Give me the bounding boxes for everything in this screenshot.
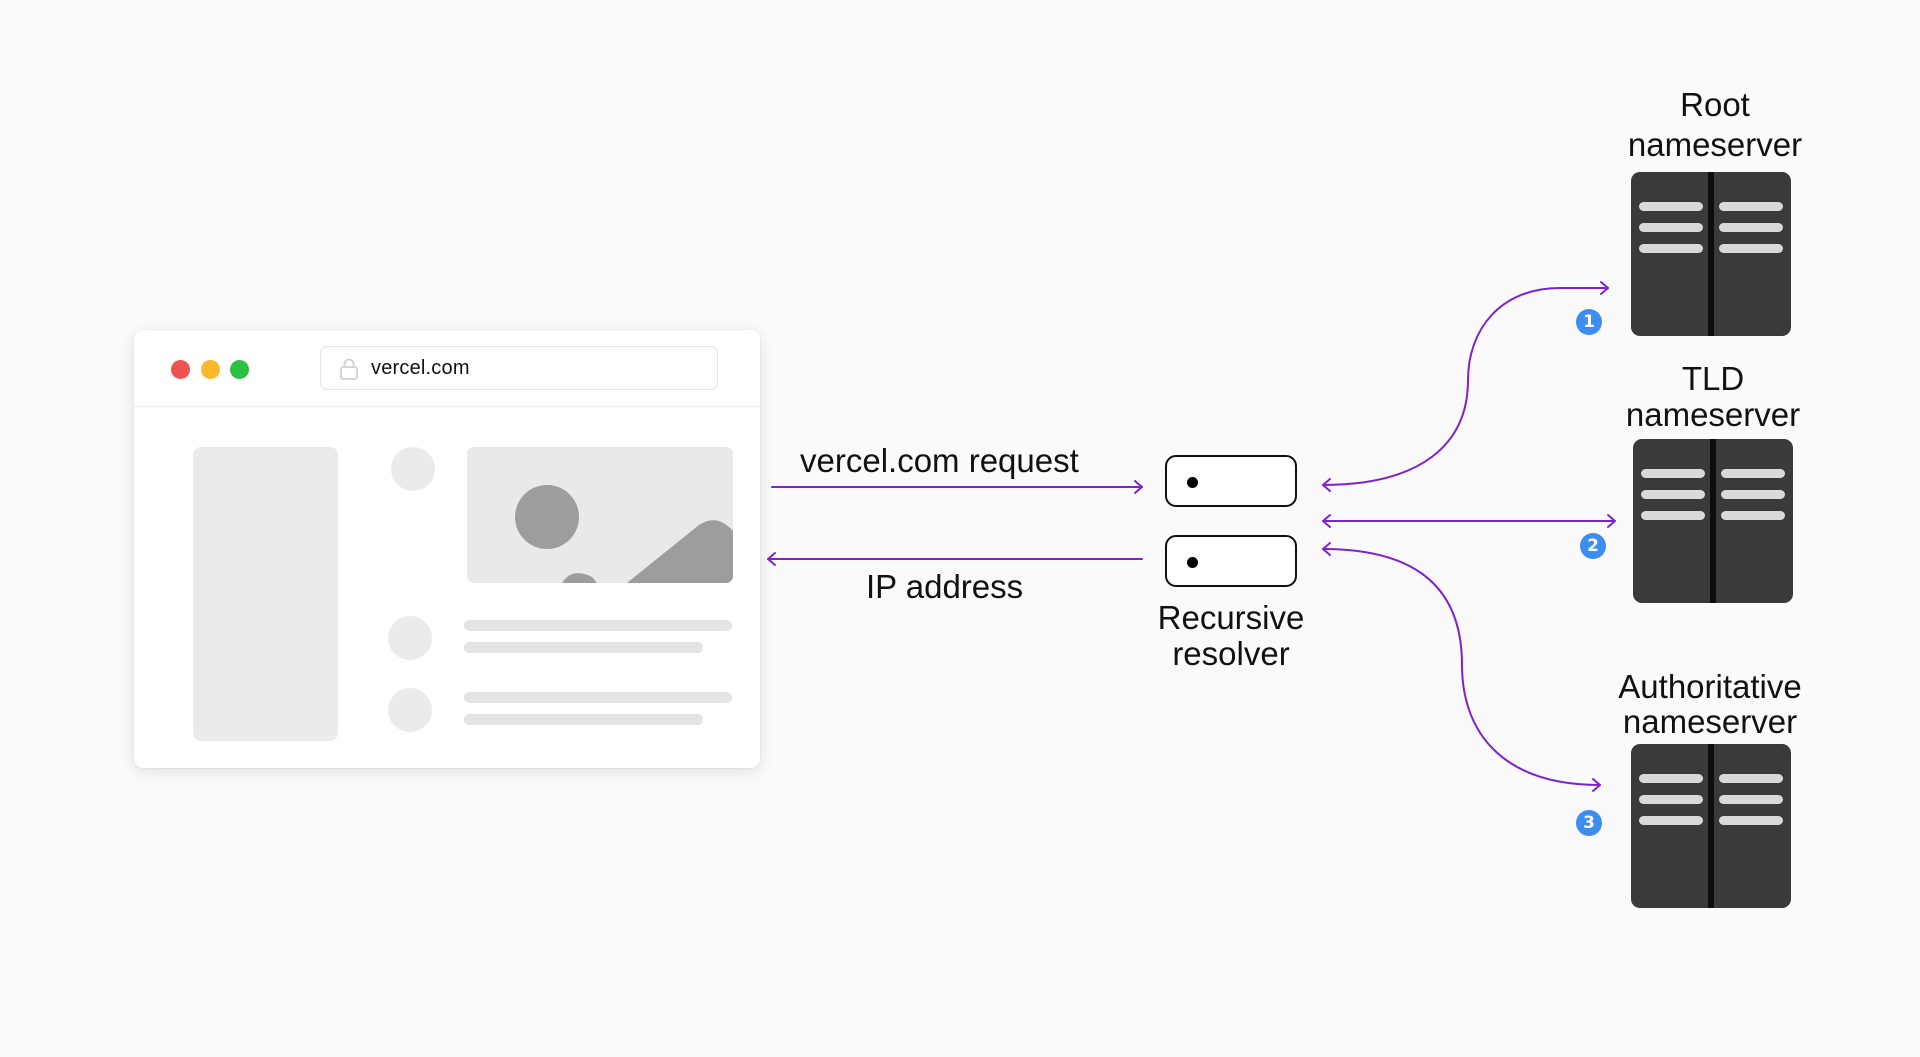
maximize-window-dot [230, 360, 249, 379]
resolver-box-top [1165, 455, 1297, 507]
resolver-box-bottom [1165, 535, 1297, 587]
resolver-indicator [1187, 477, 1198, 488]
browser-toolbar: vercel.com [134, 330, 760, 407]
root-nameserver-label: Root nameserver [1600, 85, 1830, 165]
resolver-label-line1: Recursive [1157, 599, 1305, 636]
browser-window: vercel.com [134, 330, 760, 768]
text-line-placeholder [464, 620, 732, 631]
response-label: IP address [866, 568, 1024, 605]
root-label-line2: nameserver [1627, 126, 1803, 163]
step-3-badge: 3 [1576, 810, 1602, 836]
text-line-placeholder [464, 692, 732, 703]
step-2-badge: 2 [1580, 533, 1606, 559]
request-label: vercel.com request [800, 442, 1079, 479]
root-label-line1: Root [1680, 86, 1750, 123]
resolver-indicator [1187, 557, 1198, 568]
tld-label-line2: nameserver [1625, 396, 1801, 433]
image-icon [515, 485, 733, 583]
authoritative-label-line1: Authoritative [1618, 668, 1802, 705]
lock-icon [340, 358, 358, 380]
resolver-label-line2: resolver [1172, 635, 1290, 672]
avatar-placeholder [391, 447, 435, 491]
authoritative-label-line2: nameserver [1622, 703, 1798, 740]
step-1-badge: 1 [1576, 309, 1602, 335]
authoritative-query-arrow [1322, 548, 1601, 786]
tld-nameserver-label: TLD nameserver [1598, 361, 1828, 433]
avatar-placeholder [388, 688, 432, 732]
root-query-arrow [1322, 287, 1609, 486]
address-bar: vercel.com [320, 346, 718, 390]
close-window-dot [171, 360, 190, 379]
image-placeholder [467, 447, 733, 583]
avatar-placeholder [388, 616, 432, 660]
minimize-window-dot [201, 360, 220, 379]
address-text: vercel.com [371, 357, 470, 379]
text-line-placeholder [464, 714, 703, 725]
tld-nameserver-icon [1633, 439, 1793, 603]
authoritative-nameserver-icon [1631, 744, 1791, 908]
text-line-placeholder [464, 642, 703, 653]
sidebar-placeholder [193, 447, 338, 741]
authoritative-nameserver-label: Authoritative nameserver [1590, 669, 1830, 739]
resolver-label: Recursive resolver [1126, 600, 1336, 672]
tld-label-line1: TLD [1681, 360, 1745, 397]
root-nameserver-icon [1631, 172, 1791, 336]
